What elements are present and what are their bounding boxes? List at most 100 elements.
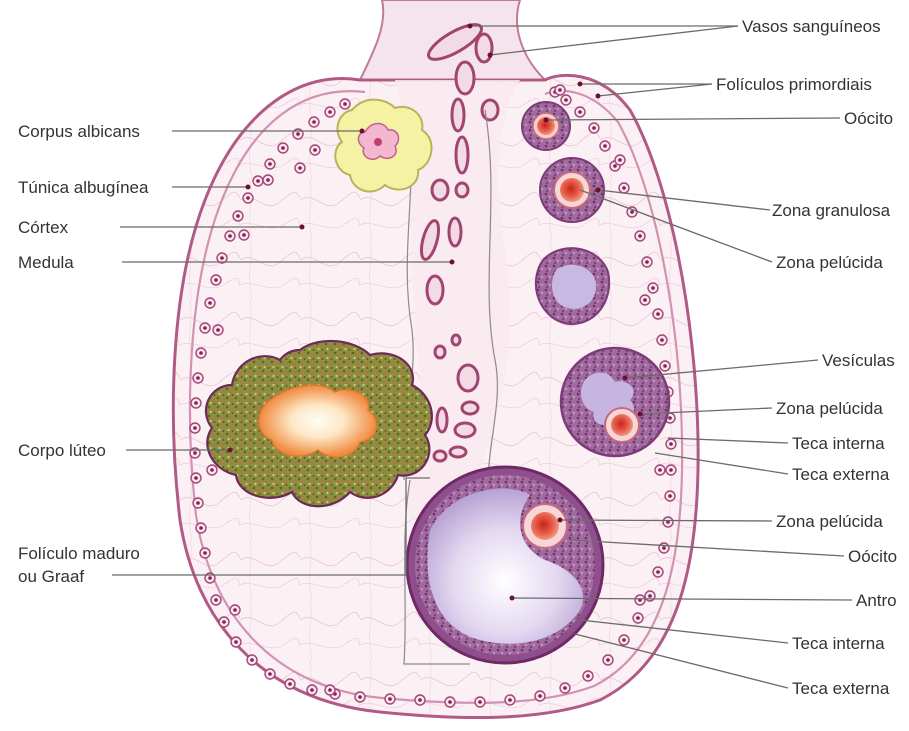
primordial-oocyte [669, 468, 673, 472]
primordial-oocyte [210, 468, 214, 472]
primordial-oocyte [645, 260, 649, 264]
primordial-oocyte [268, 162, 272, 166]
corpus-albicans [335, 100, 431, 192]
primordial-oocyte [222, 620, 226, 624]
primordial-oocyte [668, 416, 672, 420]
primordial-oocyte [310, 688, 314, 692]
primordial-oocyte [613, 164, 617, 168]
primordial-oocyte [448, 700, 452, 704]
primordial-oocyte [343, 102, 347, 106]
primordial-oocyte [268, 672, 272, 676]
primordial-oocyte [636, 616, 640, 620]
primordial-oocyte [668, 494, 672, 498]
primordial-oocyte [193, 426, 197, 430]
primordial-oocyte [199, 351, 203, 355]
primordial-oocyte [228, 234, 232, 238]
primordial-oocyte [358, 695, 362, 699]
label-antro: Antro [856, 591, 897, 610]
primordial-oocyte [203, 551, 207, 555]
primordial-oocyte [266, 178, 270, 182]
primordial-oocyte [214, 598, 218, 602]
label-corpus-albicans: Corpus albicans [18, 122, 140, 141]
primordial-oocyte [312, 120, 316, 124]
label-vasos-sanguineos: Vasos sanguíneos [742, 17, 881, 36]
primordial-oocyte [603, 144, 607, 148]
primordial-oocyte [296, 132, 300, 136]
primordial-oocyte [622, 186, 626, 190]
primordial-oocyte [538, 694, 542, 698]
label-teca-externa-2: Teca externa [792, 679, 890, 698]
primordial-oocyte [220, 256, 224, 260]
primordial-oocyte [648, 594, 652, 598]
label-tunica-albuginea: Túnica albugínea [18, 178, 149, 197]
primordial-oocyte [563, 686, 567, 690]
primordial-oocyte [656, 312, 660, 316]
label-foliculos-primordiais: Folículos primordiais [716, 75, 872, 94]
primordial-oocyte [328, 688, 332, 692]
primordial-oocyte [233, 608, 237, 612]
label-corpo-luteo: Corpo lúteo [18, 441, 106, 460]
label-oocito-1: Oócito [844, 109, 893, 128]
primordial-oocyte [250, 658, 254, 662]
primordial-oocyte [656, 570, 660, 574]
primordial-oocyte [236, 214, 240, 218]
primordial-oocyte [606, 658, 610, 662]
label-zona-pelucida-1: Zona pelúcida [776, 253, 883, 272]
label-zona-pelucida-3: Zona pelúcida [776, 512, 883, 531]
primordial-oocyte [658, 468, 662, 472]
label-cortex: Córtex [18, 218, 69, 237]
primordial-oocyte [216, 328, 220, 332]
primordial-oocyte [663, 364, 667, 368]
primordial-oocyte [214, 278, 218, 282]
graafian-follicle [407, 467, 603, 663]
primordial-oocyte [298, 166, 302, 170]
follicle-2 [540, 158, 604, 222]
label-zona-granulosa: Zona granulosa [772, 201, 891, 220]
primordial-oocyte [478, 700, 482, 704]
primordial-oocyte [388, 697, 392, 701]
primordial-oocyte [203, 326, 207, 330]
primordial-oocyte [669, 442, 673, 446]
primordial-oocyte [193, 451, 197, 455]
label-oocito-2: Oócito [848, 547, 897, 566]
primordial-oocyte [242, 233, 246, 237]
primordial-oocyte [578, 110, 582, 114]
primordial-oocyte [418, 698, 422, 702]
follicle-1 [522, 102, 570, 150]
primordial-oocyte [328, 110, 332, 114]
label-teca-interna-1: Teca interna [792, 434, 885, 453]
primordial-oocyte [586, 674, 590, 678]
primordial-oocyte [288, 682, 292, 686]
primordial-oocyte [281, 146, 285, 150]
label-foliculo-maduro: Folículo maduro [18, 544, 140, 563]
primordial-oocyte [622, 638, 626, 642]
primordial-oocyte [194, 401, 198, 405]
label-teca-externa-1: Teca externa [792, 465, 890, 484]
label-medula: Medula [18, 253, 74, 272]
primordial-oocyte [208, 301, 212, 305]
primordial-oocyte [618, 158, 622, 162]
primordial-oocyte [234, 640, 238, 644]
primordial-oocyte [194, 476, 198, 480]
primordial-oocyte [313, 148, 317, 152]
primordial-oocyte [246, 196, 250, 200]
primordial-oocyte [643, 298, 647, 302]
label-zona-pelucida-2: Zona pelúcida [776, 399, 883, 418]
primordial-oocyte [651, 286, 655, 290]
primordial-oocyte [662, 546, 666, 550]
primordial-oocyte [558, 88, 562, 92]
primordial-oocyte [592, 126, 596, 130]
primordial-oocyte [660, 338, 664, 342]
follicle-3 [536, 248, 609, 324]
follicle-4 [561, 348, 669, 456]
primordial-oocyte [508, 698, 512, 702]
primordial-oocyte [630, 210, 634, 214]
primordial-oocyte [638, 234, 642, 238]
primordial-oocyte [256, 179, 260, 183]
primordial-oocyte [208, 576, 212, 580]
label-vesiculas: Vesículas [822, 351, 895, 370]
primordial-oocyte [564, 98, 568, 102]
label-ou-graaf: ou Graaf [18, 567, 84, 586]
primordial-oocyte [196, 376, 200, 380]
